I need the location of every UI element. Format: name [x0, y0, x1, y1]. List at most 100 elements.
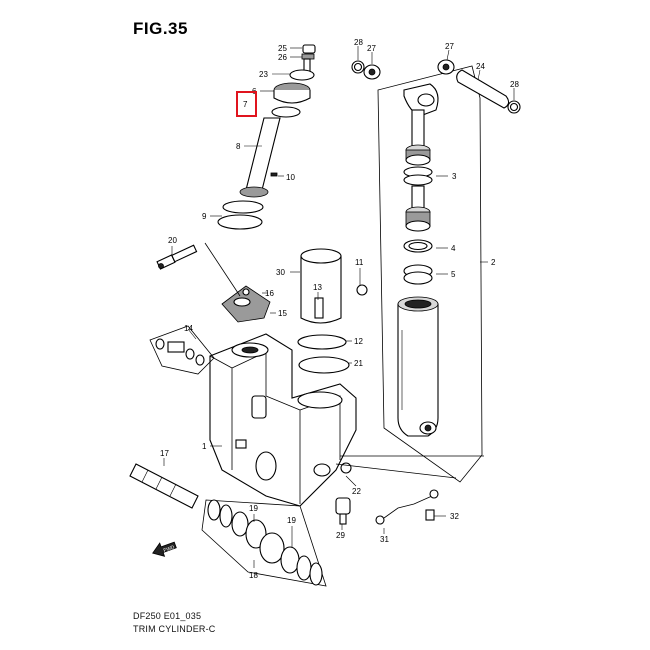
- trim-cylinder-assembly-group: [377, 65, 483, 483]
- callout-27-right: 27: [445, 42, 454, 51]
- leader-lines: [163, 46, 515, 568]
- cap-6-body: [273, 90, 311, 104]
- upper-eye-bore: [417, 93, 435, 107]
- screw-11: [356, 284, 368, 296]
- pump-housing-1: [209, 333, 357, 507]
- callout-16: 16: [265, 289, 274, 298]
- callout-26: 26: [278, 53, 287, 62]
- stem-26: [303, 58, 311, 72]
- valve-14-ring-c: [195, 354, 205, 366]
- callout-29: 29: [336, 531, 345, 540]
- cylinder-bore: [404, 299, 432, 309]
- cylinder-rod: [411, 109, 425, 147]
- lower-piston-bottom: [405, 220, 431, 232]
- svg-text:FWD: FWD: [163, 544, 176, 554]
- wire-31-terminal-a: [375, 515, 385, 525]
- housing-reservoir-seat: [297, 391, 343, 409]
- housing-side-bore: [255, 451, 277, 481]
- cap-23: [289, 69, 315, 81]
- callout-17: 17: [160, 449, 169, 458]
- oring-12: [297, 334, 347, 350]
- callout-23: 23: [259, 70, 268, 79]
- oring-9-bottom: [217, 214, 263, 230]
- bushing-27-right-hole: [442, 63, 450, 71]
- callout-3: 3: [452, 172, 457, 181]
- oring-9-top: [222, 200, 264, 214]
- callout-2: 2: [491, 258, 496, 267]
- bolt-29-shank: [339, 513, 347, 525]
- oring-7-drawn: [271, 106, 301, 118]
- valve-20-body: [171, 244, 198, 263]
- valve-20-tip: [158, 263, 164, 269]
- reservoir-cap-group: [217, 44, 316, 230]
- bushing-27-left-hole: [368, 68, 376, 76]
- callout-5: 5: [451, 270, 456, 279]
- shaft-groove-3: [169, 483, 177, 497]
- pin-24: [456, 69, 510, 109]
- callout-labels: 25 26 23 6 7 8 10 9 20 30 16 13 11 15 14…: [160, 38, 519, 580]
- piston-bottom: [405, 154, 431, 166]
- pump-housing-group: [209, 333, 357, 507]
- callout-8: 8: [236, 142, 241, 151]
- valve-14-ring-b: [185, 348, 195, 360]
- callout-24: 24: [476, 62, 485, 71]
- seal-row-group: [201, 499, 327, 587]
- callout-19-right: 19: [287, 516, 296, 525]
- seal-19-b: [259, 532, 285, 564]
- screw-16: [242, 288, 250, 296]
- housing-port-hole: [241, 346, 259, 354]
- reservoir-30-group: [297, 248, 368, 374]
- housing-edge-2: [231, 351, 301, 411]
- callout-11: 11: [355, 258, 364, 267]
- screw-32: [425, 509, 435, 521]
- bolt-13: [314, 297, 324, 319]
- housing-lug: [235, 439, 247, 449]
- figure-caption: TRIM CYLINDER-C: [133, 624, 216, 634]
- callout-20: 20: [168, 236, 177, 245]
- reservoir-30-top: [300, 248, 342, 264]
- seal-18-2: [219, 504, 233, 528]
- seal-18-4: [280, 546, 300, 574]
- shaft-groove-1: [141, 469, 149, 483]
- callout-18: 18: [249, 571, 258, 580]
- oring-21: [298, 356, 350, 374]
- pin-10: [270, 172, 278, 177]
- front-direction-arrow-icon: FWD: [152, 541, 177, 557]
- bolt-29-head: [335, 497, 351, 515]
- upper-pin-group: [351, 59, 521, 114]
- valve-14-ring-a: [155, 338, 165, 350]
- tube-8: [245, 117, 281, 191]
- ring-5-lower: [403, 271, 433, 285]
- seal-ring-3b: [403, 174, 433, 186]
- callout-31: 31: [380, 535, 389, 544]
- callout-27-left: 27: [367, 44, 376, 53]
- valve-20-group: [156, 244, 198, 270]
- assembly-bracket-outline: [377, 65, 483, 483]
- cover-15-boss: [233, 297, 251, 307]
- fasteners-group: [335, 455, 484, 525]
- ground-wire-31: [383, 495, 433, 519]
- callout-7: 7: [243, 100, 248, 109]
- valve-14-body: [167, 341, 185, 353]
- shaft-17-group: [129, 463, 199, 509]
- lower-eye-hole: [424, 424, 432, 432]
- seal-18-6: [309, 562, 323, 586]
- callout-13: 13: [313, 283, 322, 292]
- shaft-groove-2: [155, 476, 163, 490]
- housing-lower-boss: [313, 463, 331, 477]
- screw-25: [302, 44, 316, 54]
- seal-18-1: [207, 499, 221, 521]
- reservoir-30-body: [300, 256, 342, 324]
- callout-9: 9: [202, 212, 207, 221]
- callout-19-upper: 19: [249, 504, 258, 513]
- callout-28-right: 28: [510, 80, 519, 89]
- highlight-box-part-7: [236, 91, 257, 117]
- leader-tube-to-cover: [204, 242, 241, 297]
- callout-1: 1: [202, 442, 207, 451]
- model-code: DF250 E01_035: [133, 611, 202, 621]
- cover-15-group: [204, 242, 271, 323]
- oring-26: [301, 53, 315, 60]
- callout-14: 14: [184, 324, 193, 333]
- callout-22: 22: [352, 487, 361, 496]
